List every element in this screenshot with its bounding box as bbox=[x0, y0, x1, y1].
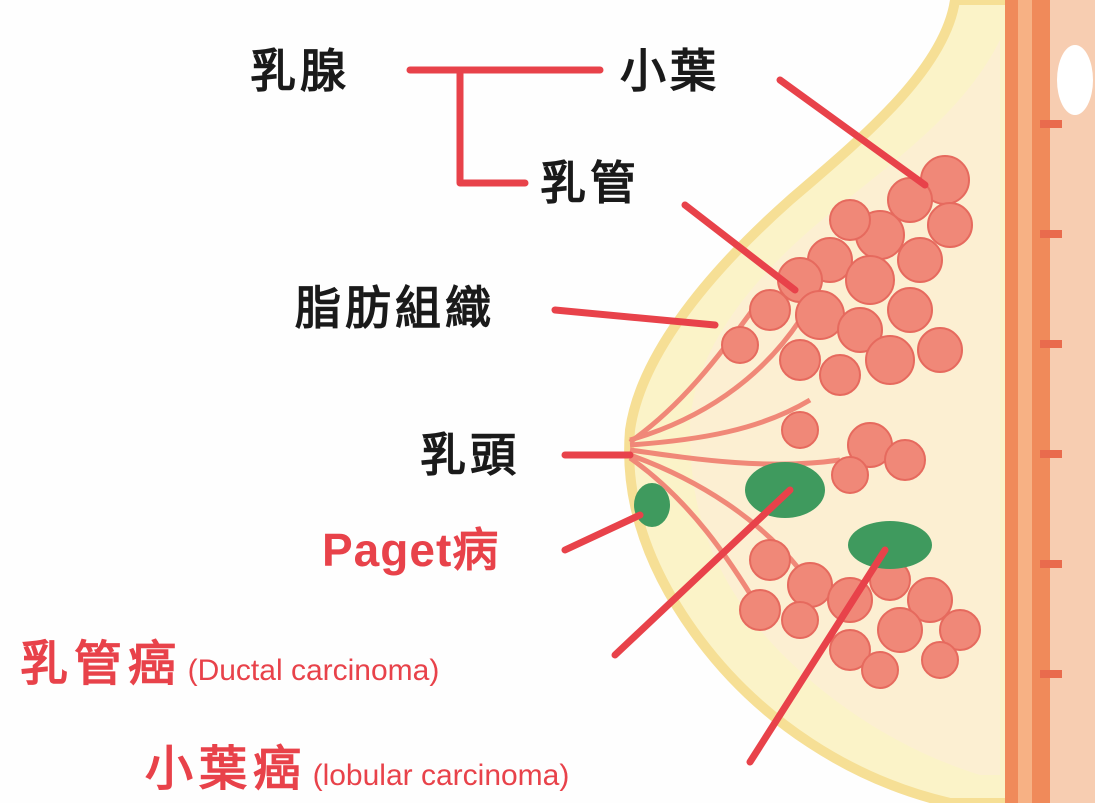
ductal-carcinoma-label: 乳管癌 (Ductal carcinoma) bbox=[20, 640, 439, 688]
chest-wall-inner bbox=[1018, 0, 1032, 803]
lobular-tumor bbox=[848, 521, 932, 569]
paget-leader bbox=[565, 515, 640, 550]
fat-tissue-label: 脂肪組織 bbox=[295, 285, 495, 331]
duct-label: 乳管 bbox=[540, 160, 640, 206]
mammary-gland-label: 乳腺 bbox=[250, 48, 350, 94]
lobular-carcinoma-jp: 小葉癌 bbox=[145, 741, 307, 797]
lobular-carcinoma-en: (lobular carcinoma) bbox=[313, 759, 570, 792]
lobule-label: 小葉 bbox=[620, 48, 720, 94]
nipple-label: 乳頭 bbox=[420, 432, 520, 478]
paget-tumor bbox=[634, 483, 670, 527]
paget-label: Paget病 bbox=[322, 527, 499, 573]
ductal-carcinoma-jp: 乳管癌 bbox=[20, 636, 182, 692]
shoulder-notch bbox=[1057, 45, 1093, 115]
ductal-carcinoma-en: (Ductal carcinoma) bbox=[188, 654, 440, 687]
lobular-carcinoma-label: 小葉癌 (lobular carcinoma) bbox=[145, 745, 569, 793]
